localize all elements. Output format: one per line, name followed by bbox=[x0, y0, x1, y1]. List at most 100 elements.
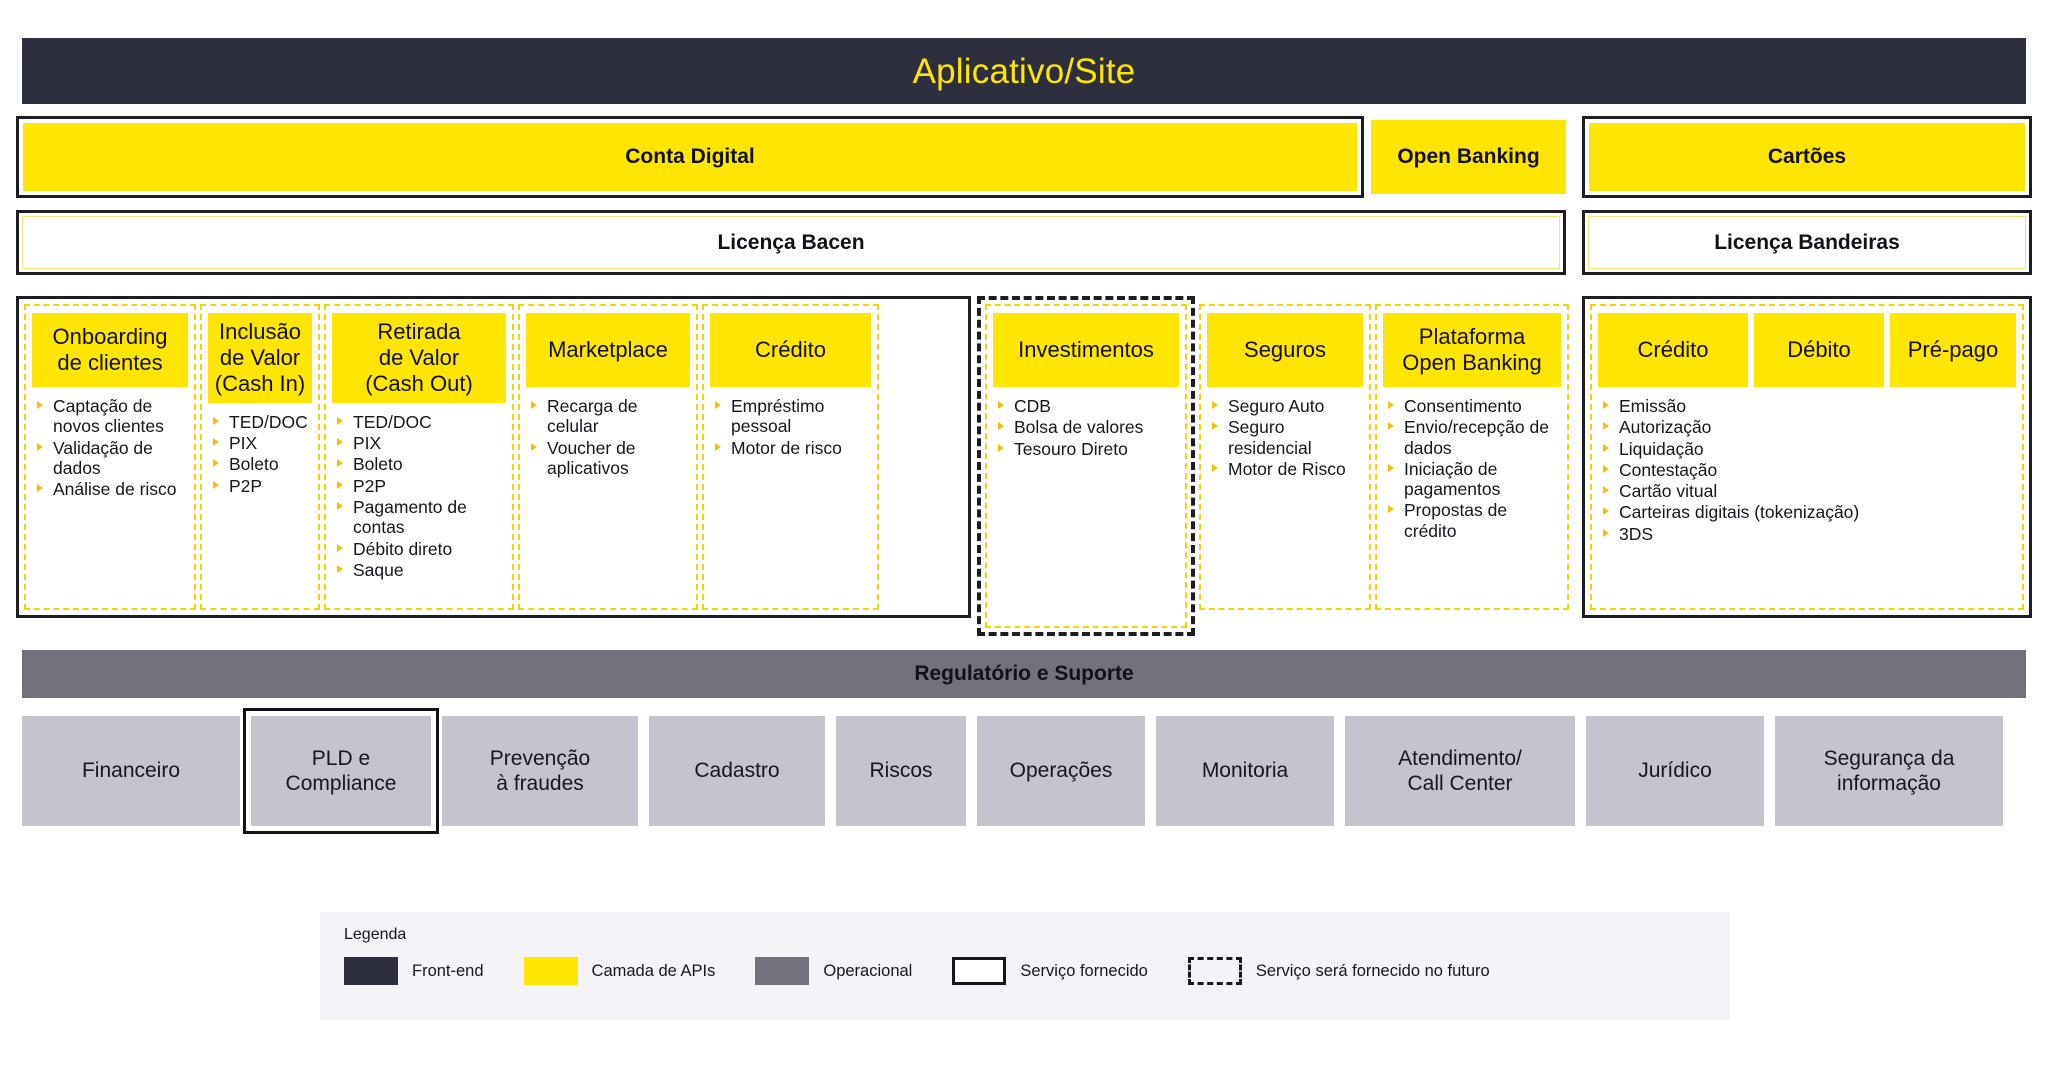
service-card-cartoes-servicos-item-label: 3DS bbox=[1619, 523, 1654, 544]
license-bandeiras-inner: Licença Bandeiras bbox=[1588, 216, 2026, 269]
service-card-investimentos-item-label: Bolsa de valores bbox=[1014, 417, 1144, 438]
channel-row: Conta Digital Open Banking Cartões bbox=[16, 116, 2032, 198]
service-card-cartoes-servicos-item: 3DS bbox=[1602, 524, 2014, 544]
bullet-triangle-icon bbox=[1212, 463, 1218, 472]
bullet-triangle-icon bbox=[531, 401, 537, 409]
service-card-marketplace-item-label: Recarga de celular bbox=[547, 396, 638, 437]
service-card-cartoes-servicos-item-label: Liquidação bbox=[1619, 438, 1704, 459]
channel-cartoes[interactable]: Cartões bbox=[1582, 116, 2032, 198]
bullet-triangle-icon bbox=[37, 401, 43, 409]
service-card-cash-out-item-label: PIX bbox=[353, 433, 382, 454]
license-bacen[interactable]: Licença Bacen bbox=[16, 210, 1566, 275]
channel-conta-digital[interactable]: Conta Digital bbox=[16, 116, 1364, 198]
license-bandeiras[interactable]: Licença Bandeiras bbox=[1582, 210, 2032, 275]
service-card-plataforma-open-banking-item: Iniciação de pagamentos bbox=[1387, 459, 1559, 500]
bullet-triangle-icon bbox=[337, 480, 343, 489]
service-card-onboarding-item: Validação de dados bbox=[36, 438, 186, 479]
support-box-label: Riscos bbox=[869, 759, 933, 783]
bullet-triangle-icon bbox=[213, 459, 219, 468]
service-card-seguros-item-label: Motor de Risco bbox=[1228, 458, 1346, 479]
legend-item-camada-de-apis: Camada de APIs bbox=[523, 957, 715, 985]
regulatory-support-label: Regulatório e Suporte bbox=[914, 662, 1134, 685]
bullet-triangle-icon bbox=[1603, 443, 1609, 452]
bullet-triangle-icon bbox=[1603, 401, 1609, 409]
service-card-cash-out-item: Pagamento de contas bbox=[336, 497, 504, 538]
bullet-triangle-icon bbox=[1212, 422, 1218, 431]
license-bacen-inner: Licença Bacen bbox=[22, 216, 1560, 269]
support-box-monitoria[interactable]: Monitoria bbox=[1156, 716, 1334, 826]
service-card-cash-out-item: Saque bbox=[336, 560, 504, 580]
legend-label: Serviço será fornecido no futuro bbox=[1255, 961, 1490, 980]
cartoes-head-cr-dito[interactable]: Crédito bbox=[1598, 313, 1748, 387]
service-card-credito-title: Crédito bbox=[755, 337, 826, 363]
service-card-cash-in-item: PIX bbox=[212, 433, 310, 453]
support-box-opera-es[interactable]: Operações bbox=[977, 716, 1145, 826]
service-card-cash-in-item-label: Boleto bbox=[229, 454, 279, 475]
bullet-triangle-icon bbox=[1388, 505, 1394, 514]
service-card-cash-out-item: Boleto bbox=[336, 454, 504, 474]
service-card-cash-in-item-label: P2P bbox=[229, 475, 263, 496]
service-card-plataforma-open-banking-item-label: Iniciação de pagamentos bbox=[1404, 458, 1501, 500]
bullet-triangle-icon bbox=[715, 442, 721, 451]
service-card-marketplace-header: Marketplace bbox=[526, 313, 690, 387]
bullet-triangle-icon bbox=[998, 401, 1004, 409]
license-row: Licença Bacen Licença Bandeiras bbox=[16, 210, 2032, 275]
bullet-triangle-icon bbox=[715, 401, 721, 409]
support-box-financeiro[interactable]: Financeiro bbox=[22, 716, 240, 826]
service-card-seguros-title: Seguros bbox=[1244, 337, 1326, 363]
bullet-triangle-icon bbox=[1603, 528, 1609, 537]
service-card-cartoes-servicos-item-label: Contestação bbox=[1619, 459, 1718, 480]
cartoes-head-pr-pago[interactable]: Pré-pago bbox=[1890, 313, 2016, 387]
legend-label: Front-end bbox=[412, 961, 484, 980]
legend-item-front-end: Front-end bbox=[344, 957, 484, 985]
bullet-triangle-icon bbox=[1388, 463, 1394, 472]
service-card-cartoes-servicos-item: Liquidação bbox=[1602, 439, 2014, 459]
service-card-investimentos-item: Bolsa de valores bbox=[997, 417, 1177, 437]
support-box-label: Monitoria bbox=[1201, 759, 1289, 783]
support-box-cadastro[interactable]: Cadastro bbox=[649, 716, 825, 826]
support-box-jur-dico[interactable]: Jurídico bbox=[1586, 716, 1764, 826]
license-bacen-label: Licença Bacen bbox=[717, 230, 865, 254]
service-card-investimentos-item: CDB bbox=[997, 396, 1177, 416]
service-card-cash-in-item-label: PIX bbox=[229, 433, 258, 454]
channel-cartoes-label: Cartões bbox=[1767, 145, 1847, 169]
service-card-cash-out-item-label: TED/DOC bbox=[353, 411, 432, 432]
service-card-plataforma-open-banking-item: Envio/recepção de dados bbox=[1387, 417, 1559, 458]
support-box-atendimento-call-center[interactable]: Atendimento/Call Center bbox=[1345, 716, 1575, 826]
bullet-triangle-icon bbox=[998, 422, 1004, 431]
service-card-seguros-item-label: Seguro Auto bbox=[1228, 396, 1325, 416]
legend-swatch bbox=[755, 957, 810, 985]
channel-open-banking[interactable]: Open Banking bbox=[1371, 120, 1566, 194]
support-box-riscos[interactable]: Riscos bbox=[836, 716, 966, 826]
legend-swatch bbox=[523, 957, 578, 985]
cartoes-head-d-bito[interactable]: Débito bbox=[1754, 313, 1884, 387]
bullet-triangle-icon bbox=[1388, 422, 1394, 431]
channel-cartoes-fill: Cartões bbox=[1589, 123, 2025, 191]
service-card-marketplace-title: Marketplace bbox=[548, 337, 668, 363]
channel-open-banking-label: Open Banking bbox=[1397, 145, 1540, 169]
service-card-seguros-item-label: Seguro residencial bbox=[1228, 417, 1312, 458]
